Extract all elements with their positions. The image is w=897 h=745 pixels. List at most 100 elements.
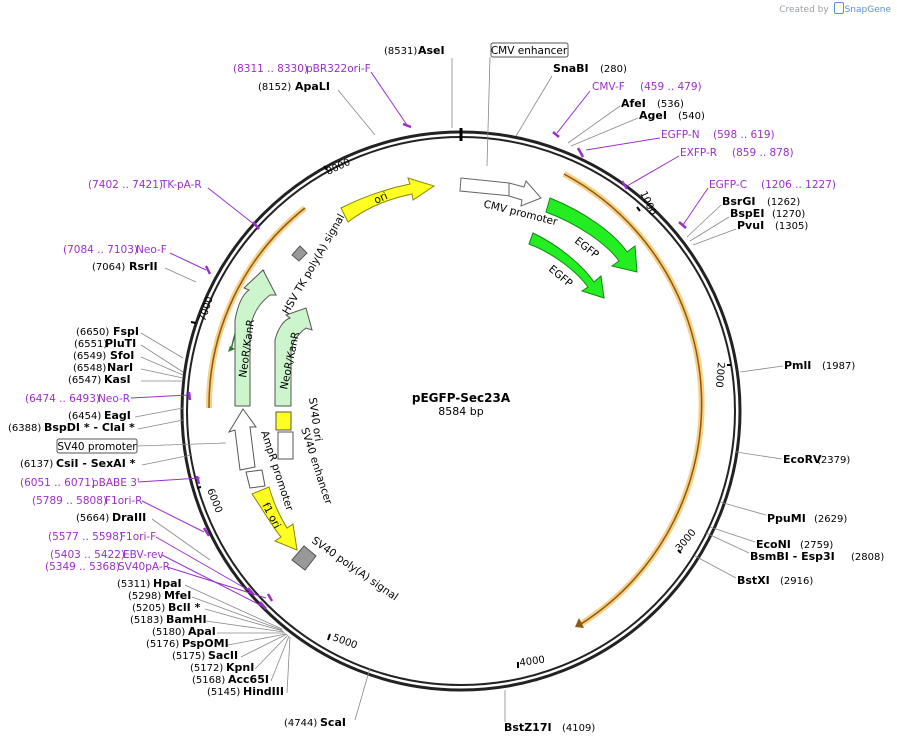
primer-mark [204, 265, 212, 275]
restriction-site: (5145)HindIII [207, 636, 291, 698]
primer-mark [202, 527, 211, 537]
restriction-site: (6388)BspDI * - ClaI * [8, 419, 184, 434]
primer-name: CMV-F [592, 81, 625, 93]
site-leader [164, 267, 197, 283]
site-position: (5172) [190, 663, 223, 674]
primer-mark [620, 180, 629, 190]
primer-site: (459 .. 479)CMV-F [552, 81, 702, 138]
site-name: BspEI [730, 207, 764, 220]
primer-range: (859 .. 878) [732, 147, 794, 159]
sv40-promoter-label: SV40 promoter [57, 441, 137, 453]
primer-site: (5789 .. 5808)F1ori-R [32, 495, 211, 537]
plasmid-name: pEGFP-Sec23A [412, 391, 511, 405]
site-position: (5298) [128, 591, 161, 602]
primer-range: (7402 .. 7421) [88, 179, 163, 191]
tick-mark [190, 321, 197, 324]
restriction-site: (5311)HpaI [117, 577, 283, 630]
site-leader [515, 75, 553, 137]
site-name: PmlI [784, 359, 811, 372]
tick-mark [636, 206, 641, 212]
site-leader [227, 633, 287, 646]
primer-site: (6051 .. 6071)pBABE 3' [20, 475, 201, 489]
site-name: EagI [104, 409, 131, 422]
site-position: (1270) [772, 209, 805, 220]
site-leader [141, 454, 192, 466]
primer-name: F1ori-R [105, 495, 142, 507]
site-leader [140, 368, 184, 379]
site-name: KasI [104, 373, 131, 386]
primer-range: (598 .. 619) [713, 129, 775, 141]
site-position: (2808) [851, 552, 884, 563]
site-name: AfeI [621, 97, 646, 110]
site-leader [137, 419, 184, 430]
site-position: (536) [657, 99, 684, 110]
cmv-enhancer-arrow [459, 177, 513, 197]
site-position: (6551) [74, 339, 107, 350]
restriction-site: (6551)PluTI [74, 337, 184, 373]
primer-mark [576, 147, 585, 158]
site-position: (8152) [258, 82, 291, 93]
f1-ori-arrow [251, 486, 298, 551]
site-name: FspI [113, 325, 139, 338]
snapgene-logo-icon [833, 2, 844, 14]
primer-range: (5577 .. 5598) [48, 531, 123, 543]
tick-label: 6000 [204, 487, 224, 515]
site-position: (6548) [73, 363, 106, 374]
primer-leader [130, 394, 189, 399]
primer-site: (7084 .. 7103)Neo-F [63, 244, 212, 275]
restriction-site: (6549)SfoI [73, 349, 184, 376]
site-name: HindIII [243, 685, 284, 698]
restriction-site: (6454)EagI [68, 407, 184, 422]
site-leader [735, 451, 783, 460]
restriction-sites: (8531)AseI(8152)ApaLI(280)SnaBI(536)AfeI… [8, 44, 884, 734]
primer-leader [169, 252, 207, 271]
site-name: Acc65I [228, 673, 269, 686]
primer-range: (6474 .. 6493) [25, 393, 100, 405]
primer-site: (5349 .. 5368)SV40pA-R [45, 561, 274, 602]
ampr-promoter-arrow [227, 408, 257, 471]
site-name: RsrII [129, 260, 158, 273]
site-position: (2759) [800, 540, 833, 551]
primer-site: (1206 .. 1227)EGFP-C [678, 179, 836, 229]
site-position: (5664) [76, 513, 109, 524]
site-name: EcoNI [756, 538, 791, 551]
site-leader [184, 584, 283, 630]
restriction-site: (2808)BsmBI - Esp3I [705, 532, 884, 563]
restriction-site: (6547)KasI [68, 373, 183, 386]
site-position: (1305) [775, 221, 808, 232]
orf-neo-inner-arrowhead [228, 346, 235, 352]
restriction-site: (8152)ApaLI [258, 80, 376, 136]
restriction-site: (2629)PpuMI [719, 501, 847, 525]
site-leader [151, 518, 211, 561]
restriction-site: (5180)ApaI [152, 625, 285, 638]
plasmid-length: 8584 bp [438, 405, 483, 418]
site-leader [692, 228, 737, 246]
credit-prefix: Created by [779, 5, 829, 15]
orf-arrowhead [575, 618, 584, 628]
primer-range: (6051 .. 6071) [20, 477, 95, 489]
restriction-site: (540)AgeI [570, 109, 705, 147]
cmv-promoter-arrow [508, 180, 542, 207]
site-name: SnaBI [553, 62, 589, 75]
primer-mark [259, 601, 267, 610]
restriction-site: (1987)PmlI [739, 359, 855, 373]
site-position: (5311) [117, 579, 150, 590]
snapgene-credit: Created by SnapGene [779, 2, 891, 15]
primer-name: TK-pA-R [160, 179, 202, 191]
orf-neo [208, 207, 306, 409]
site-leader [205, 620, 285, 633]
primer-range: (7084 .. 7103) [63, 244, 138, 256]
site-name: SacII [208, 649, 238, 662]
site-leader [709, 526, 756, 543]
primer-range: (1206 .. 1227) [761, 179, 836, 191]
neor-kanr-inner-arrow [274, 307, 313, 407]
primer-range: (5403 .. 5422) [50, 549, 125, 561]
primer-name: EXFP-R [680, 147, 717, 159]
site-position: (6549) [73, 351, 106, 362]
restriction-site: (5298)MfeI [128, 589, 283, 631]
primer-name: EBV-rev [123, 549, 164, 561]
site-position: (5176) [146, 639, 179, 650]
primer-name: pBR322ori-F [306, 63, 371, 75]
primer-site: (5577 .. 5598)F1ori-F [48, 531, 255, 596]
site-leader [739, 365, 784, 373]
